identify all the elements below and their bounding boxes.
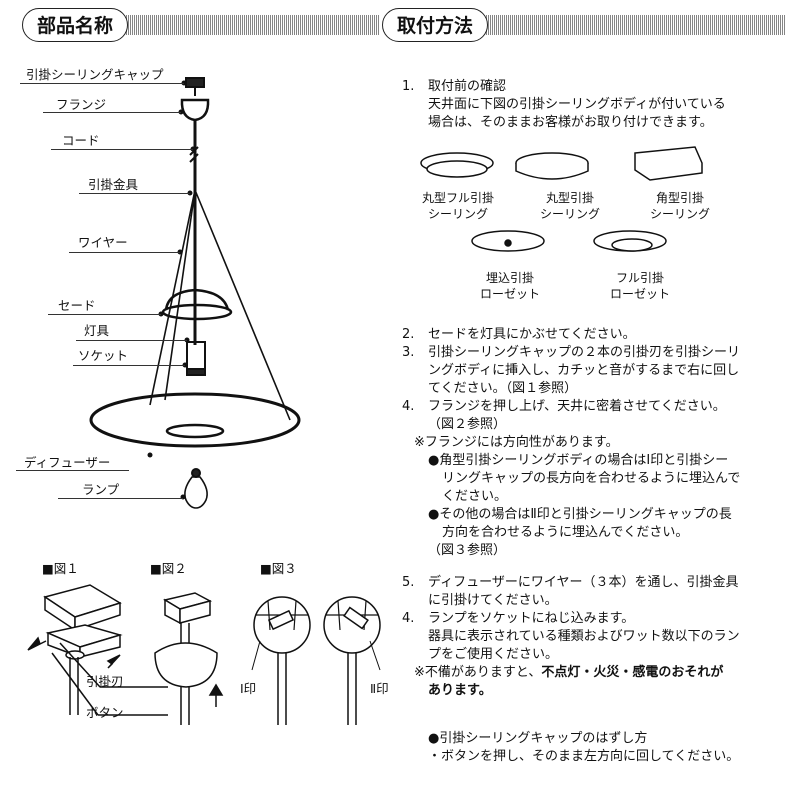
fig3-mark2-label: Ⅱ印 — [370, 681, 389, 696]
ceiling-type-caption: 埋込引掛ローゼット — [479, 271, 540, 301]
label-ceiling-cap: 引掛シーリングキャップ — [26, 67, 164, 82]
label-hook-fitting: 引掛金具 — [88, 177, 139, 192]
removal-instructions: ●引掛シーリングキャップのはずし方 ・ボタンを押し、そのまま左方向に回してくださ… — [428, 731, 740, 764]
label-flange: フランジ — [56, 97, 107, 112]
leader-line — [76, 340, 187, 341]
label-diffuser: ディフューザー — [24, 455, 111, 470]
leader-line — [51, 149, 193, 150]
figure-2-title: ■図２ — [150, 561, 187, 576]
leader-line — [48, 314, 161, 315]
label-shade: セード — [58, 298, 96, 313]
steps-2-4: 2.セードを灯具にかぶせてください。 3.引掛シーリングキャップの２本の引掛刃を… — [402, 327, 741, 432]
label-fixture: 灯具 — [84, 323, 110, 338]
parts-section-title: 部品名称 — [22, 8, 128, 42]
leader-line — [43, 112, 181, 113]
leader-line — [20, 83, 184, 84]
pendant-lamp-diagram — [89, 77, 301, 509]
label-wire: ワイヤー — [78, 235, 128, 250]
label-socket: ソケット — [78, 348, 129, 363]
header-dotted-rule — [126, 15, 380, 35]
leader-line — [16, 470, 129, 471]
figure-1-title: ■図１ — [42, 561, 79, 576]
leader-line — [69, 252, 180, 253]
ceiling-type-caption: 角型引掛シーリング — [649, 191, 710, 221]
label-cord: コード — [62, 133, 100, 148]
figure-3-title: ■図３ — [260, 561, 297, 576]
install-section-title: 取付方法 — [382, 8, 488, 42]
fig3-mark1-label: Ⅰ印 — [240, 681, 257, 696]
flange-note: ※フランジには方向性があります。 ●角型引掛シーリングボディの場合はⅠ印と引掛シ… — [414, 435, 741, 558]
leader-line — [58, 498, 183, 499]
ceiling-type-caption: フル引掛ローゼット — [609, 271, 670, 301]
figures-illustration — [27, 584, 381, 725]
leader-line — [73, 365, 185, 366]
steps-5-6: 5.ディフューザーにワイヤー（３本）を通し、引掛金具 に引掛けてください。 4.… — [402, 575, 740, 662]
header-dotted-rule — [486, 15, 786, 35]
step-1: 1.取付前の確認 天井面に下図の引掛シーリングボディが付いている 場合は、そのま… — [402, 79, 726, 130]
ceiling-type-caption: 丸型フル引掛シーリング — [421, 191, 494, 221]
ceiling-body-types — [420, 146, 703, 252]
fig1-blade-label: 引掛刃 — [86, 674, 124, 689]
leader-line — [79, 193, 190, 194]
label-lamp: ランプ — [82, 482, 120, 497]
warning-note: ※不備がありますと、不点灯・火災・感電のおそれが あります。 — [414, 665, 724, 698]
fig1-button-label: ボタン — [86, 705, 124, 720]
ceiling-type-caption: 丸型引掛シーリング — [539, 191, 600, 221]
